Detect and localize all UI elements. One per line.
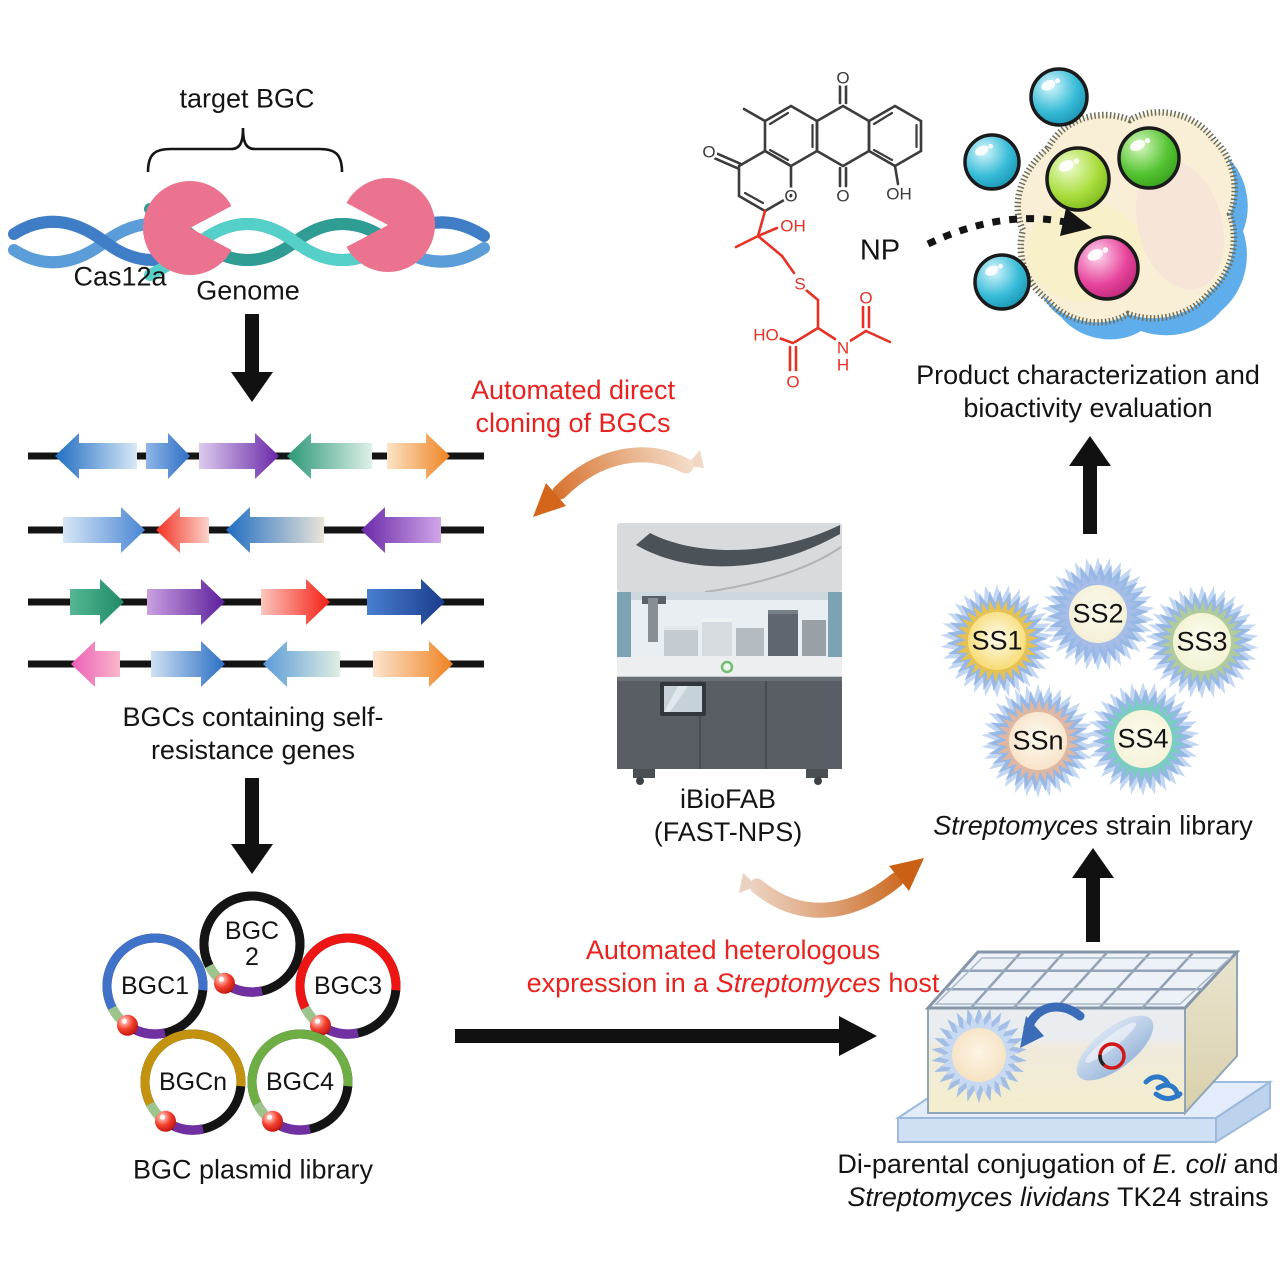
plasmid-marker-ball — [214, 972, 235, 994]
ibiofab-machine-illustration — [617, 523, 842, 785]
gene-arrow — [147, 579, 225, 625]
lightgreen-sphere — [1045, 146, 1111, 212]
gene-arrow — [367, 579, 445, 625]
atom-label: O — [859, 289, 872, 308]
gene-arrow — [261, 579, 330, 625]
atom-label: OH — [886, 185, 912, 204]
gene-arrow — [63, 507, 145, 553]
gene-arrow — [387, 433, 450, 479]
plasmid-marker-ball — [117, 1014, 138, 1036]
gene-arrow — [70, 579, 124, 625]
plasmid-marker-ball — [310, 1014, 331, 1036]
cas12a-left-icon — [142, 181, 232, 275]
strain-burst-ss3 — [1145, 585, 1259, 699]
atom-label: N — [837, 339, 849, 358]
atom-label: O — [702, 143, 715, 162]
flagella-icon — [1143, 1074, 1183, 1101]
strain-burst-ssn — [981, 684, 1095, 798]
cyan-sphere — [1029, 67, 1089, 127]
gene-arrow — [199, 433, 279, 479]
strain-burst-ss4 — [1086, 682, 1200, 796]
gene-arrow — [226, 507, 324, 553]
right-arrow-expression — [455, 1016, 877, 1056]
cas12a-right-icon — [346, 178, 436, 272]
plasmid-bgc2 — [199, 891, 305, 997]
atom-label: O — [836, 187, 849, 206]
gene-cluster-rows — [28, 433, 484, 687]
atom-label: O — [784, 187, 797, 206]
strain-burst-ss1 — [940, 584, 1054, 698]
orange-arrow-expression — [739, 858, 924, 918]
cyan-sphere — [963, 133, 1021, 191]
atom-label: O — [786, 373, 799, 392]
green-sphere — [1117, 126, 1181, 190]
orange-arrow-cloning — [533, 447, 704, 517]
strain-library-illustration — [940, 557, 1259, 798]
atom-label: HO — [753, 326, 779, 345]
atom-label: S — [794, 275, 805, 294]
dashed-uptake-arrow — [926, 208, 1092, 248]
flow-arrows — [231, 314, 1114, 1056]
gene-arrow — [361, 507, 441, 553]
plasmid-bgc1 — [102, 933, 208, 1039]
atom-label: H — [837, 356, 849, 375]
gene-arrow — [287, 433, 372, 479]
gene-arrow — [263, 641, 340, 687]
dna-helix-illustration — [8, 127, 490, 281]
gene-arrow — [71, 641, 120, 687]
plasmid-bgc3 — [295, 933, 401, 1039]
plasmid-marker-ball — [155, 1110, 176, 1132]
down-arrow-genome — [231, 314, 273, 402]
cyan-sphere — [973, 253, 1031, 311]
down-arrow-bgcs — [231, 778, 273, 874]
atom-label: O — [836, 69, 849, 88]
gene-arrow — [146, 433, 190, 479]
plasmid-bgc4 — [247, 1029, 353, 1135]
gene-arrow — [55, 433, 137, 479]
up-arrow-strains — [1072, 848, 1114, 942]
gene-arrow — [156, 507, 209, 553]
strain-burst-ss2 — [1041, 557, 1155, 671]
conjugation-box-illustration — [894, 949, 1274, 1144]
gene-arrow — [373, 641, 453, 687]
product-spheres — [963, 67, 1181, 311]
magenta-sphere — [1074, 235, 1140, 301]
plasmid-bgcn — [140, 1029, 246, 1135]
up-arrow-product — [1069, 436, 1111, 534]
target-brace — [146, 127, 344, 173]
gene-arrow — [151, 641, 225, 687]
atom-label: OH — [780, 217, 806, 236]
plasmid-library-illustration — [102, 891, 401, 1135]
plasmid-marker-ball — [262, 1110, 283, 1132]
